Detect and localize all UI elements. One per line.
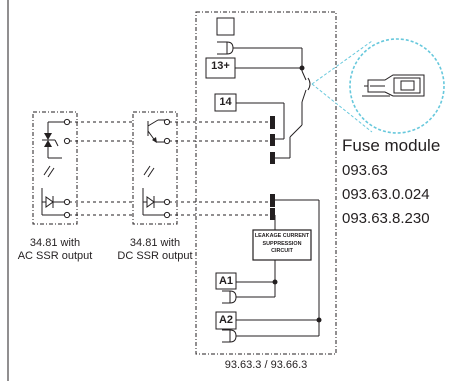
fuse-module-code-1: 093.63 <box>342 162 388 179</box>
base-outline <box>195 11 337 355</box>
suppression-circuit-label: LEAKAGE CURRENT SUPPRESSION CIRCUIT <box>253 233 311 256</box>
suppression-line-2: SUPPRESSION <box>262 240 302 247</box>
terminal-14-label: 14 <box>219 96 232 108</box>
pin-circle <box>163 198 171 206</box>
pin-circle <box>63 211 71 219</box>
triac-icon <box>42 121 65 159</box>
ac-relay-caption-line2: AC SSR output <box>17 250 93 262</box>
suppression-line-3: CIRCUIT <box>271 248 293 254</box>
fuse-module-icon <box>362 74 425 97</box>
pin-circle <box>63 137 71 145</box>
fuse-module-title: Fuse module <box>342 136 441 155</box>
terminal-a1-label: A1 <box>218 275 234 287</box>
dc-relay-caption-line2: DC SSR output <box>117 250 193 262</box>
terminal-13-label: 13+ <box>211 60 230 72</box>
dc-light-arrows-icon <box>143 165 155 178</box>
contact-bar <box>270 134 275 146</box>
contact-bar <box>270 152 275 164</box>
ac-light-arrows-icon <box>43 165 55 178</box>
top-terminal-box <box>216 17 235 36</box>
a1-socket-icon <box>222 290 237 304</box>
fuse-module-callout <box>311 38 445 134</box>
terminal-a1-box <box>215 272 237 290</box>
pin-circle <box>163 211 171 219</box>
contact-bar <box>270 116 275 129</box>
fuse-module-code-3: 093.63.8.230 <box>342 210 430 227</box>
dc-diode-icon <box>142 188 165 216</box>
transistor-icon <box>147 119 165 143</box>
dc-relay-outline <box>132 111 178 225</box>
ac-relay-caption: 34.81 with AC SSR output <box>12 237 98 263</box>
fuse-bridge-arc <box>307 77 311 91</box>
pin-circle <box>63 198 71 206</box>
pin-circle <box>63 118 71 126</box>
pin-circle <box>163 137 171 145</box>
terminal-a2-label: A2 <box>218 314 234 326</box>
ac-relay-caption-line1: 34.81 with <box>29 237 81 249</box>
dc-relay-caption: 34.81 with DC SSR output <box>112 237 198 263</box>
pin-circle <box>163 118 171 126</box>
ac-diode-icon <box>41 188 65 216</box>
contact-bar <box>270 194 275 207</box>
base-caption: 93.63.3 / 93.66.3 <box>224 359 308 371</box>
a2-socket-icon <box>222 329 237 343</box>
fuse-magnifier-circle <box>349 38 445 134</box>
ac-relay-outline <box>32 111 78 225</box>
suppression-line-1: LEAKAGE CURRENT <box>254 233 310 239</box>
suppression-circuit-box <box>252 229 312 261</box>
contact-bar <box>270 208 275 220</box>
dc-relay-caption-line1: 34.81 with <box>129 237 181 249</box>
fuse-module-code-2: 093.63.0.024 <box>342 186 430 203</box>
top-fuse-socket-icon <box>217 41 234 55</box>
